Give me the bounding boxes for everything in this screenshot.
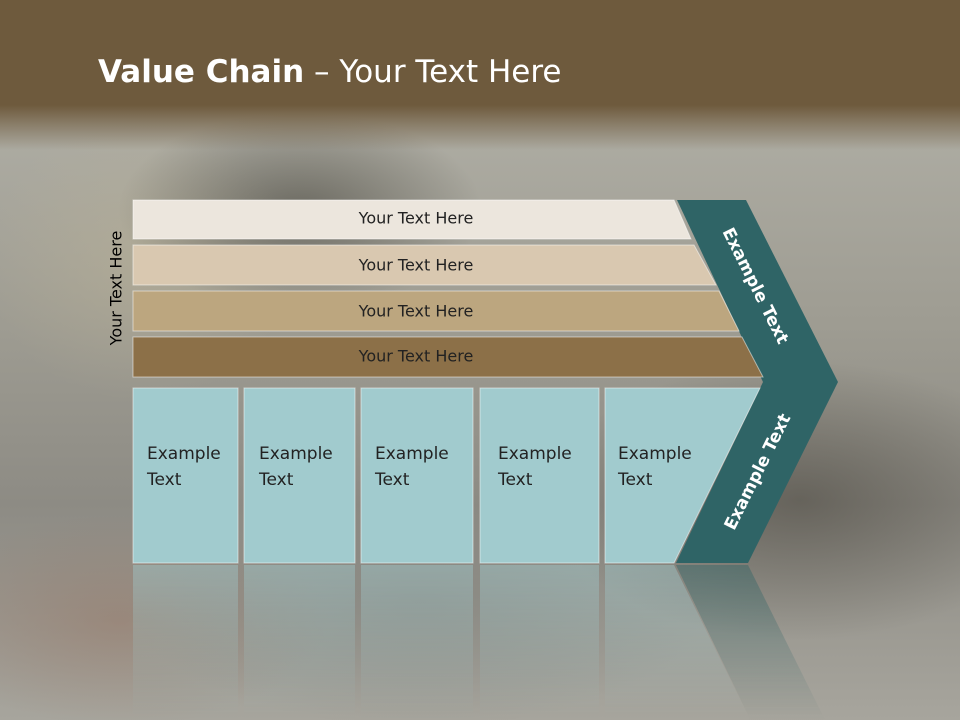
box-4-line2: Text (497, 470, 533, 490)
box-4-line1: Example (498, 444, 572, 464)
box-2-line2: Text (258, 470, 294, 490)
box-5-line2: Text (617, 470, 653, 490)
band-4-label: Your Text Here (358, 347, 474, 366)
box-3: Example Text (360, 387, 474, 564)
box-3-line2: Text (374, 470, 410, 490)
box-3-line1: Example (375, 444, 449, 464)
chevron-upper (677, 200, 838, 382)
chevron-lower (676, 382, 838, 563)
title-bold: Value Chain (98, 54, 305, 90)
slide-title: Value Chain – Your Text Here (98, 54, 561, 90)
band-4: Your Text Here (132, 336, 764, 378)
box-5-line1: Example (618, 444, 692, 464)
box-2-line1: Example (259, 444, 333, 464)
title-bar (0, 0, 960, 150)
band-3-label: Your Text Here (358, 302, 474, 321)
box-2: Example Text (243, 387, 356, 564)
box-5: Example Text (604, 387, 761, 564)
diagram-reflection (133, 565, 826, 720)
band-1: Your Text Here (132, 199, 692, 240)
band-3: Your Text Here (132, 290, 740, 332)
band-2-label: Your Text Here (358, 256, 474, 275)
band-2: Your Text Here (132, 244, 717, 286)
box-1-line1: Example (147, 444, 221, 464)
title-rest: – Your Text Here (304, 54, 562, 90)
box-1: Example Text (132, 387, 239, 564)
band-1-label: Your Text Here (358, 209, 474, 228)
box-1-line2: Text (146, 470, 182, 490)
box-4: Example Text (479, 387, 600, 564)
